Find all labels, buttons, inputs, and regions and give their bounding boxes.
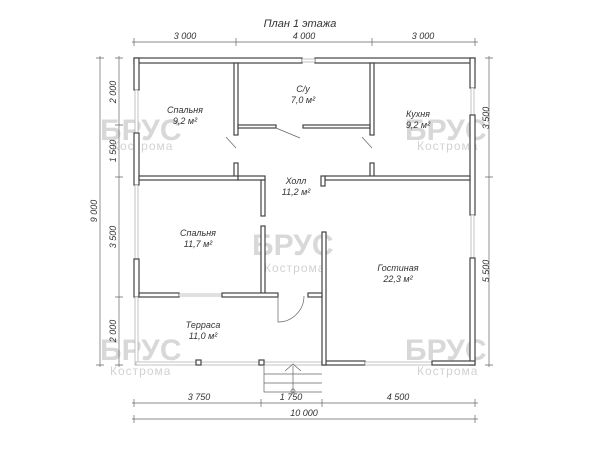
- svg-text:2 000: 2 000: [108, 320, 118, 344]
- room-name: Спальня: [167, 105, 203, 115]
- room-name: Гостиная: [377, 263, 418, 273]
- svg-text:БРУС: БРУС: [100, 114, 182, 147]
- walls: [133, 57, 476, 394]
- svg-text:Кострома: Кострома: [417, 364, 478, 378]
- room-area: 22,3 м²: [382, 274, 413, 284]
- room-area: 7,0 м²: [291, 95, 316, 105]
- svg-text:10 000: 10 000: [290, 408, 318, 418]
- dimension-labels: 3 000 4 000 3 000 3 750 1 750 4 500 10 0…: [89, 31, 491, 418]
- svg-text:3 000: 3 000: [412, 31, 435, 41]
- room-area: 11,0 м²: [189, 331, 219, 341]
- room-name: Спальня: [180, 228, 216, 238]
- svg-text:9 000: 9 000: [89, 200, 99, 223]
- room-name: Терраса: [186, 320, 221, 330]
- svg-text:3 000: 3 000: [174, 31, 197, 41]
- room-area: 11,7 м²: [184, 239, 214, 249]
- svg-text:4 000: 4 000: [293, 31, 316, 41]
- svg-text:5 500: 5 500: [481, 260, 491, 283]
- svg-text:3 500: 3 500: [481, 107, 491, 130]
- room-area: 11,2 м²: [282, 187, 312, 197]
- svg-text:3 750: 3 750: [188, 392, 211, 402]
- svg-text:2 000: 2 000: [108, 81, 118, 105]
- svg-text:БРУС: БРУС: [100, 334, 182, 367]
- plan-title: План 1 этажа: [264, 18, 337, 30]
- svg-text:Кострома: Кострома: [264, 261, 325, 275]
- svg-text:4 500: 4 500: [387, 392, 410, 402]
- room-name: Кухня: [406, 109, 430, 119]
- svg-text:Кострома: Кострома: [417, 139, 478, 153]
- svg-text:3 500: 3 500: [108, 226, 118, 249]
- room-name: С/у: [296, 84, 310, 94]
- room-area: 9,2 м²: [173, 116, 198, 126]
- dimension-lines: [96, 38, 493, 423]
- room-name: Холл: [285, 176, 307, 186]
- svg-text:Кострома: Кострома: [112, 139, 173, 153]
- svg-text:1 500: 1 500: [108, 140, 118, 163]
- room-area: 9,2 м²: [406, 120, 431, 130]
- watermark-logos: БРУС Кострома БРУС Кострома БРУС Костром…: [100, 114, 487, 378]
- room-labels: Спальня 9,2 м² С/у 7,0 м² Кухня 9,2 м² Х…: [167, 84, 431, 341]
- svg-text:1 750: 1 750: [280, 392, 303, 402]
- svg-text:Кострома: Кострома: [110, 364, 171, 378]
